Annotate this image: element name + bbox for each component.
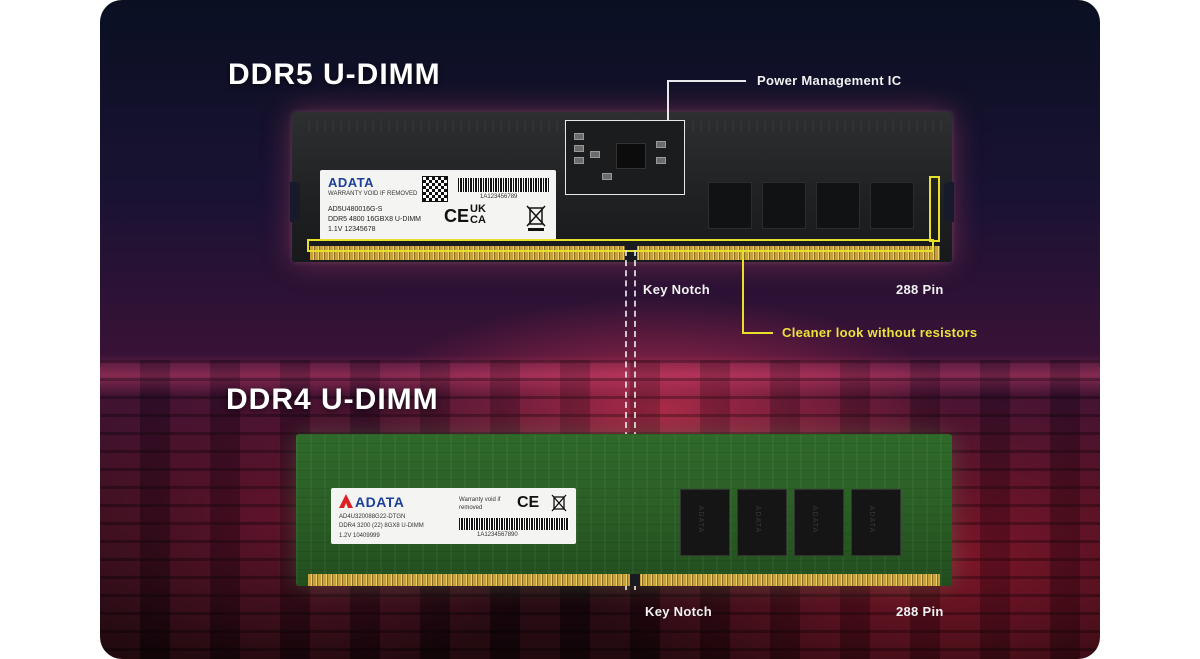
ddr5-ce-mark: CE [444, 206, 470, 226]
ddr4-part-number: AD4U320088G22-DTGN [339, 514, 406, 520]
ddr4-product-label: ADATA AD4U320088G22-DTGN DDR4 3200 (22) … [331, 488, 576, 544]
pmic-component [656, 157, 666, 164]
ddr4-chip-text: ADATA [697, 505, 705, 534]
ddr5-pmic-highlight-box [565, 120, 685, 195]
ddr4-key-notch-gap [630, 574, 640, 586]
clean-callout-line-horizontal [742, 332, 773, 334]
clean-callout-label: Cleaner look without resistors [782, 325, 978, 340]
ddr4-ce-mark: CE [517, 494, 540, 511]
ddr4-brand-logo: ADATA [355, 494, 405, 510]
pmic-component [590, 151, 600, 158]
ddr5-clean-edge-highlight [307, 239, 934, 252]
ddr5-side-notch-left [290, 182, 300, 222]
ddr5-brand-logo: ADATA [328, 175, 375, 190]
ddr5-product-label: ADATA WARRANTY VOID IF REMOVED AD5U48001… [320, 170, 556, 240]
ddr5-side-notch-right [944, 182, 954, 222]
ddr5-spec-text: DDR5 4800 16GBX8 U-DIMM [328, 216, 421, 223]
ddr4-barcode [459, 518, 569, 530]
pmic-component [574, 133, 584, 140]
ddr4-warranty-text: Warranty void if removed [459, 497, 501, 511]
ddr5-ukca-mark: UK CA [470, 203, 486, 226]
ddr5-memory-chip [816, 182, 860, 229]
ddr5-serial-text: 1A123456789 [480, 194, 518, 200]
ddr4-title: DDR4 U-DIMM [226, 383, 439, 416]
pmic-callout-label: Power Management IC [757, 73, 902, 88]
ddr4-memory-chip: ADATA [680, 489, 730, 556]
pmic-component [574, 157, 584, 164]
ddr4-memory-chip: ADATA [737, 489, 787, 556]
ddr5-qr-code [422, 176, 448, 202]
horizon-glow [100, 355, 1100, 395]
ddr4-key-notch-label: Key Notch [645, 604, 712, 619]
ddr4-gold-pins [308, 574, 940, 586]
pmic-callout-line-horizontal [667, 80, 746, 82]
ddr5-pin-count-label: 288 Pin [896, 282, 944, 297]
ddr5-pmic-chip [616, 143, 646, 169]
ddr4-pin-count-label: 288 Pin [896, 604, 944, 619]
ddr5-memory-chip [870, 182, 914, 229]
notch-alignment-dash-left [625, 250, 627, 590]
ddr5-part-number: AD5U480016G-S [328, 206, 383, 213]
ddr4-spec-text: DDR4 3200 (22) 8GX8 U-DIMM [339, 523, 424, 529]
ddr5-memory-chip [762, 182, 806, 229]
ddr4-memory-chip: ADATA [794, 489, 844, 556]
ddr4-memory-chip: ADATA [851, 489, 901, 556]
ddr5-title: DDR5 U-DIMM [228, 58, 441, 91]
ddr4-chip-text: ADATA [868, 505, 876, 534]
ddr5-weee-bin-icon [526, 204, 546, 232]
ddr4-voltage-text: 1.2V 10409999 [339, 533, 380, 539]
ddr5-barcode [458, 178, 550, 192]
ddr4-serial-text: 1A1234567890 [477, 532, 518, 538]
notch-alignment-dash-right [634, 250, 636, 590]
pmic-component [656, 141, 666, 148]
pmic-callout-line-vertical [667, 81, 669, 121]
ddr4-chip-text: ADATA [754, 505, 762, 534]
pmic-component [602, 173, 612, 180]
banner-stage: DDR5 U-DIMM DDR4 U-DIMM ADATA WARRANTY V… [100, 0, 1100, 659]
ddr4-weee-bin-icon [551, 494, 567, 514]
pmic-component [574, 145, 584, 152]
ddr5-memory-chip [708, 182, 752, 229]
clean-callout-line-vertical [742, 252, 744, 334]
ddr5-warranty-text: WARRANTY VOID IF REMOVED [328, 191, 418, 197]
ddr4-adata-logo-icon [339, 494, 353, 508]
ddr4-chip-text: ADATA [811, 505, 819, 534]
ddr5-key-notch-label: Key Notch [643, 282, 710, 297]
ddr5-voltage-text: 1.1V 12345678 [328, 226, 376, 233]
ddr5-clean-side-highlight [929, 176, 940, 242]
